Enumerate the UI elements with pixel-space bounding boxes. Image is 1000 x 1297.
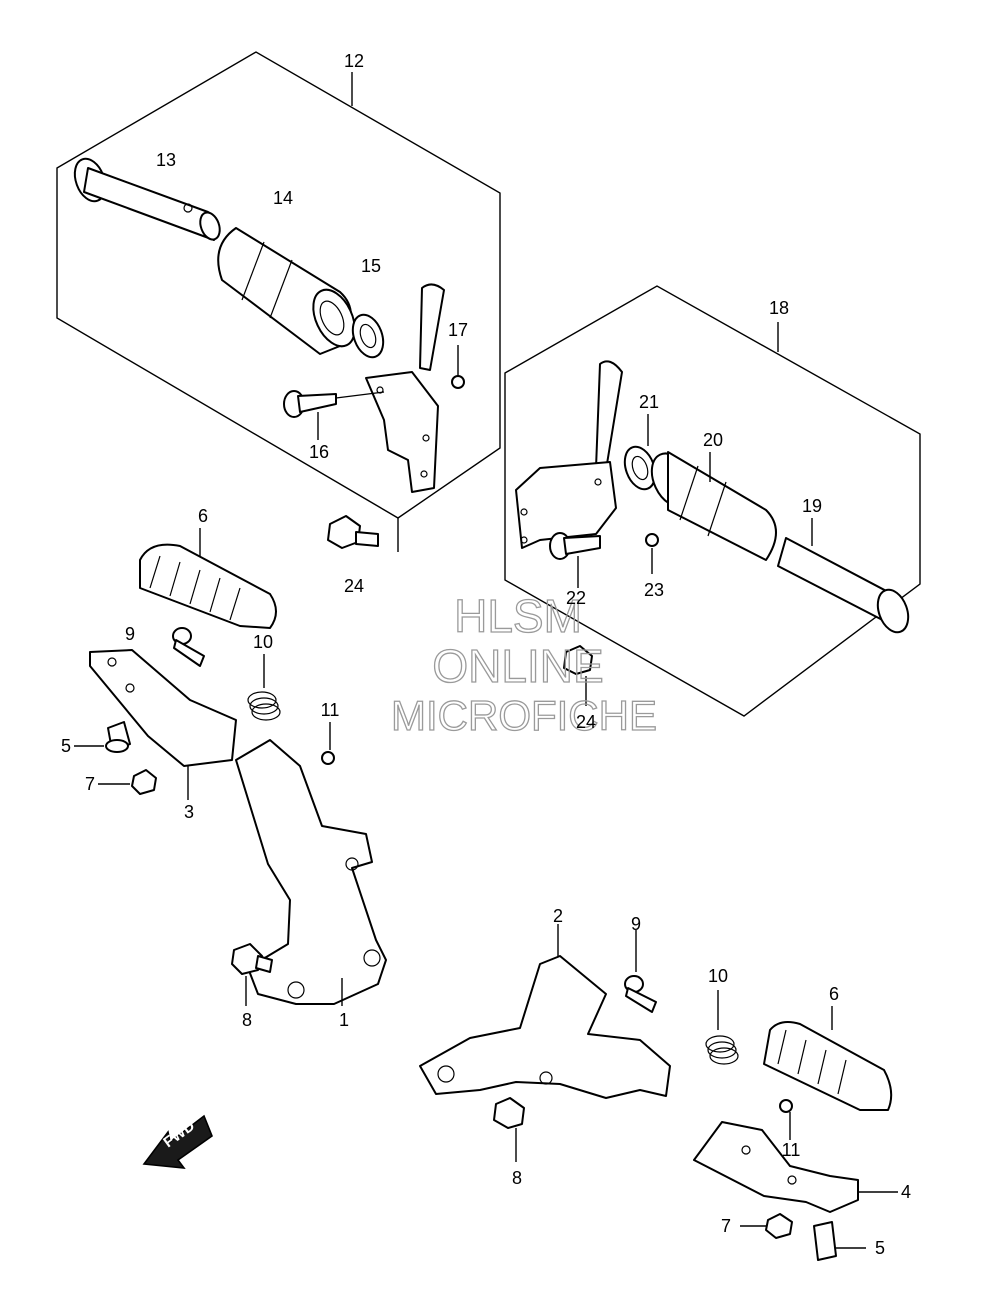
part-10-spring-right	[705, 990, 739, 1065]
callout-15: 15	[361, 256, 381, 276]
watermark-line-2: ONLINE	[432, 640, 603, 692]
part-16-clevis-pin	[283, 390, 337, 440]
part-22-clevis-pin	[549, 532, 601, 588]
callout-3: 3	[184, 802, 194, 822]
callout-13: 13	[156, 150, 176, 170]
callout-12: 12	[344, 51, 364, 71]
part-19-shaft	[777, 518, 910, 634]
callout-labels: 12 13 14 15 17 16 24 18 21 20 19 22 23 2…	[61, 51, 911, 1258]
part-4-footpeg-holder-right	[693, 1121, 898, 1213]
part-15-washer	[351, 313, 385, 359]
part-6-footpeg-rubber-right	[763, 1006, 893, 1111]
callout-19: 19	[802, 496, 822, 516]
watermark: HLSM ONLINE MICROFICHE	[390, 589, 657, 739]
callout-20: 20	[703, 430, 723, 450]
callout-6-right: 6	[829, 984, 839, 1004]
callout-22: 22	[566, 588, 586, 608]
part-11-clip-left	[321, 722, 335, 765]
callout-2: 2	[553, 906, 563, 926]
callout-23: 23	[644, 580, 664, 600]
callout-10-left: 10	[253, 632, 273, 652]
callout-8-left: 8	[242, 1010, 252, 1030]
kit-box-18	[504, 285, 921, 717]
part-7-nut-left	[98, 769, 157, 795]
callout-5-right: 5	[875, 1238, 885, 1258]
callout-1: 1	[339, 1010, 349, 1030]
callout-5-left: 5	[61, 736, 71, 756]
part-7-nut-right	[740, 1213, 793, 1239]
callout-7-left: 7	[85, 774, 95, 794]
part-10-spring-left	[247, 654, 281, 721]
callout-10-right: 10	[708, 966, 728, 986]
callout-9-right: 9	[631, 914, 641, 934]
callout-14: 14	[273, 188, 293, 208]
part-17-clip	[451, 345, 465, 389]
part-23-clip	[645, 533, 659, 574]
part-20-footpeg-rubber	[650, 451, 777, 561]
callout-18: 18	[769, 298, 789, 318]
part-5-bolt-left	[74, 721, 131, 753]
part-11-clip-right	[779, 1099, 793, 1140]
part-6-footpeg-rubber-left	[139, 528, 277, 629]
callout-11-left: 11	[321, 700, 340, 720]
watermark-line-1: HLSM	[454, 590, 582, 642]
callout-21: 21	[639, 392, 659, 412]
forward-arrow-icon: FWD	[142, 1114, 213, 1169]
kit-box-12	[56, 51, 501, 519]
watermark-line-3: MICROFICHE	[391, 692, 657, 739]
footpeg-bracket-right	[515, 360, 623, 549]
callout-16: 16	[309, 442, 329, 462]
callout-6-left: 6	[198, 506, 208, 526]
part-14-footpeg-rubber	[217, 227, 356, 355]
part-3-footpeg-holder-left	[89, 649, 237, 800]
part-24-bolt-right	[563, 645, 593, 706]
callout-11-right: 11	[782, 1140, 801, 1160]
callout-8-right: 8	[512, 1168, 522, 1188]
part-9-pin-right	[624, 930, 657, 1013]
footpeg-bracket-left	[335, 283, 445, 493]
callout-7-right: 7	[721, 1216, 731, 1236]
part-2-bracket-right	[419, 924, 671, 1099]
callout-24-left: 24	[344, 576, 364, 596]
part-9-pin-left	[172, 627, 205, 667]
callout-9-left: 9	[125, 624, 135, 644]
callout-17: 17	[448, 320, 468, 340]
callout-4: 4	[901, 1182, 911, 1202]
part-8-bolt-left	[231, 943, 273, 1006]
part-8-bolt-right	[493, 1097, 525, 1162]
callout-24-right: 24	[576, 712, 596, 732]
part-5-bolt-right	[813, 1221, 866, 1261]
part-13-pin	[73, 157, 221, 241]
part-1-bracket-left	[235, 739, 387, 1006]
part-24-bolt-left	[327, 515, 399, 552]
